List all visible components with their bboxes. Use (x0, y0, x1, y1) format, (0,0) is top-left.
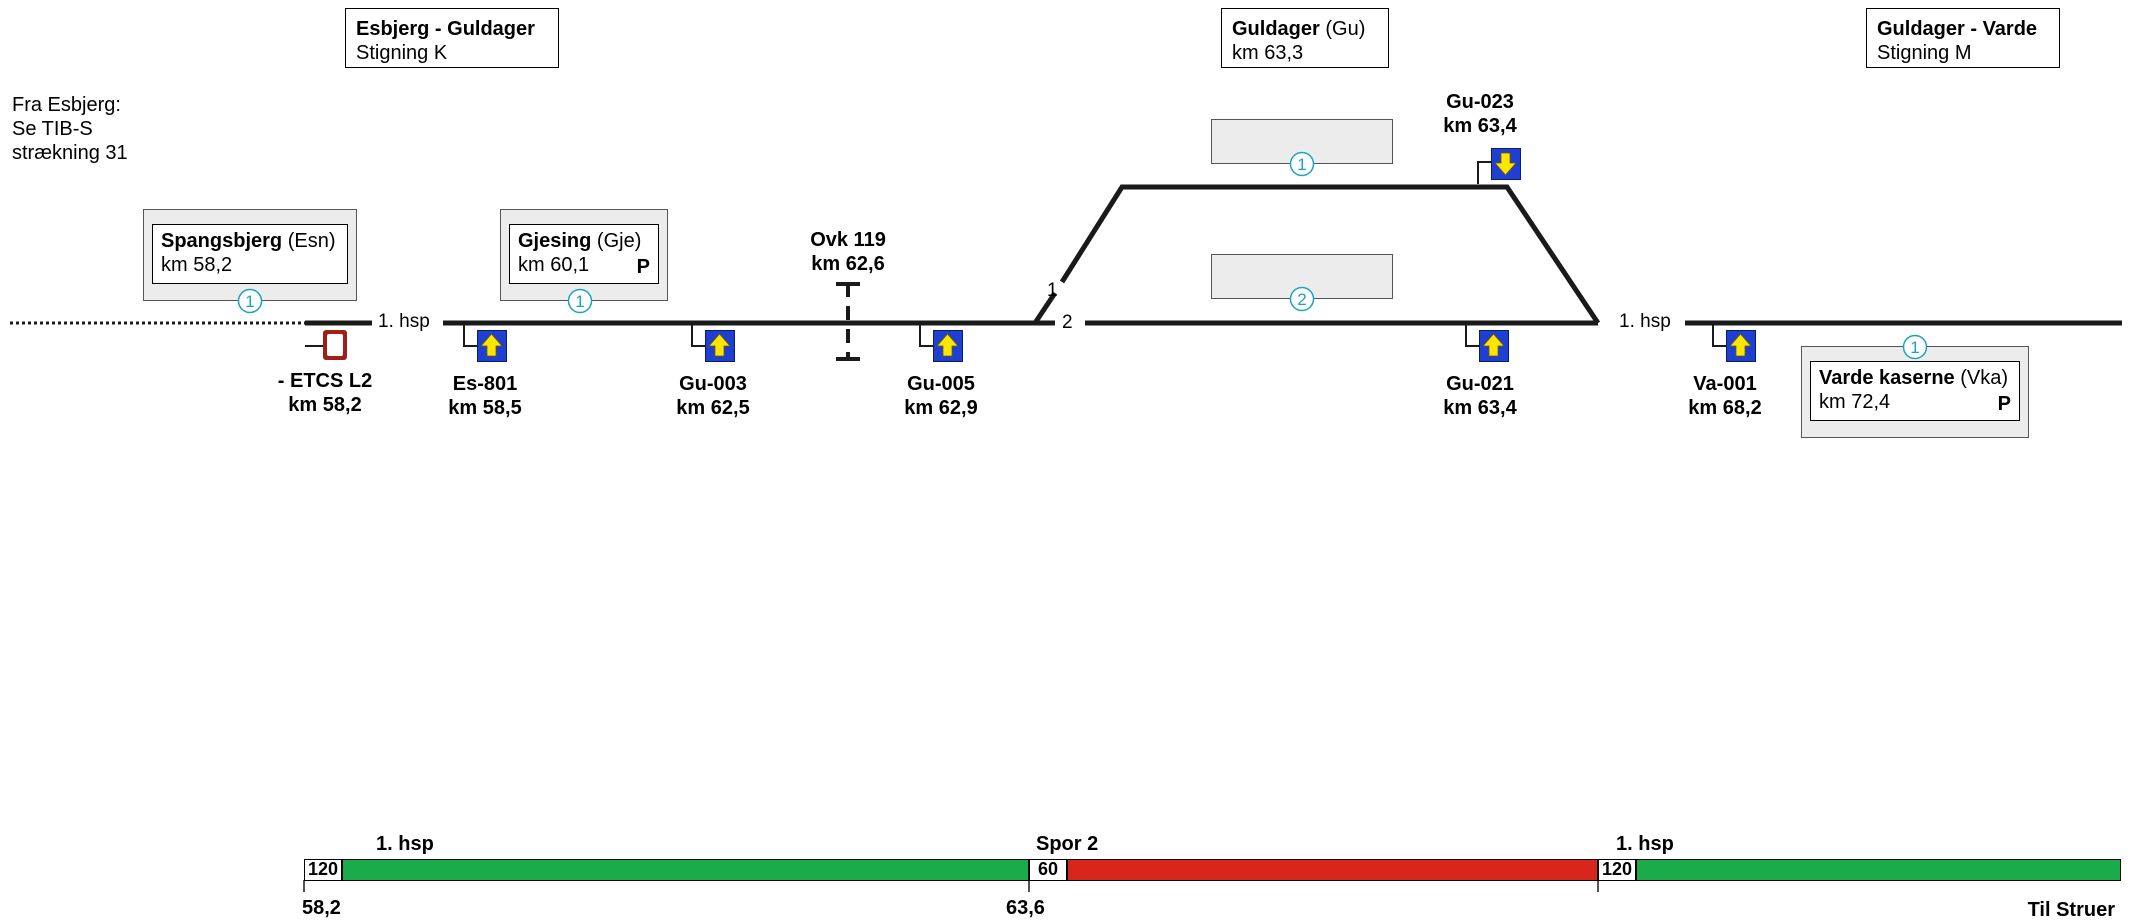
section-header-esbjerg-guldager: Esbjerg - Guldager Stigning K (345, 8, 559, 68)
section-gradient: Stigning M (1877, 42, 1972, 64)
speed-bar-segment (1067, 859, 1598, 881)
station-label-box: Varde kaserne (Vka) km 72,4 P (1810, 361, 2020, 421)
station-spangsbjerg: Spangsbjerg (Esn) km 58,2 (143, 209, 357, 301)
balise-id: Va-001 (1693, 373, 1757, 395)
balise-km: km 63,4 (1443, 397, 1517, 419)
km-mark: 58,2 (302, 897, 341, 919)
km-mark: 63,6 (1006, 897, 1045, 919)
station-code: (Gje) (591, 230, 642, 252)
station-name: Varde kaserne (1819, 367, 1955, 389)
station-name: Spangsbjerg (161, 230, 283, 252)
etcs-board-icon (323, 330, 347, 360)
crossing-km: km 62,6 (811, 253, 885, 275)
track-label-2: 2 (1062, 312, 1073, 333)
balise-km: km 63,4 (1443, 115, 1517, 137)
speed-track-label: 1. hsp (1616, 833, 1674, 855)
station-km: km 72,4 (1819, 391, 1891, 413)
speed-limit-label: 120 (1598, 859, 1636, 881)
track-label-1: 1 (1047, 280, 1058, 301)
track-label-hsp-right: 1. hsp (1619, 311, 1671, 332)
speed-limit-label: 120 (304, 859, 342, 881)
station-code: (Gu) (1319, 18, 1366, 40)
parking-marker: P (636, 256, 650, 278)
balise-arrow-up-icon (1726, 330, 1756, 362)
balise-id: Gu-023 (1446, 91, 1514, 113)
balise-arrow-up-icon (705, 330, 735, 362)
section-gradient: Stigning K (356, 42, 448, 64)
destination-label: Til Struer (2027, 899, 2115, 921)
station-label-box: Gjesing (Gje) km 60,1 P (509, 224, 659, 284)
station-code: (Vka) (1954, 367, 2008, 389)
balise-km: km 62,9 (904, 397, 978, 419)
parking-marker: P (1997, 393, 2011, 415)
station-label-box: Spangsbjerg (Esn) km 58,2 (152, 224, 348, 284)
station-km: km 63,3 (1232, 42, 1304, 64)
section-header-guldager-varde: Guldager - Varde Stigning M (1866, 8, 2060, 68)
balise-km: km 68,2 (1688, 397, 1762, 419)
turnout-west-lower (1032, 291, 1058, 325)
balise-arrow-up-icon (933, 330, 963, 362)
station-track-1 (1059, 184, 1601, 325)
balise-arrow-up-icon (477, 330, 507, 362)
etcs-km: km 58,2 (288, 394, 362, 416)
speed-limit-label: 60 (1029, 859, 1067, 881)
note-line: Se TIB-S (12, 118, 93, 140)
origin-note: Fra Esbjerg: Se TIB-S strækning 31 (12, 93, 128, 165)
station-code: (Esn) (282, 230, 336, 252)
note-line: Fra Esbjerg: (12, 94, 121, 116)
level-crossing-label: Ovk 119 km 62,6 (783, 228, 913, 276)
speed-track-label: 1. hsp (376, 833, 434, 855)
platform-track-1 (1211, 119, 1393, 164)
section-title: Esbjerg - Guldager (356, 18, 535, 40)
balise-arrow-up-icon (1479, 330, 1509, 362)
balise-arrow-down-icon (1491, 148, 1521, 180)
level-crossing-symbol (836, 282, 860, 361)
station-km: km 58,2 (161, 254, 233, 276)
track-label-hsp-left: 1. hsp (378, 311, 430, 332)
station-name: Gjesing (518, 230, 592, 252)
etcs-text: - ETCS L2 (277, 370, 373, 392)
station-gjesing: Gjesing (Gje) km 60,1 P (500, 209, 668, 301)
balise-id: Gu-003 (679, 373, 747, 395)
speed-bar-segment (342, 859, 1029, 881)
balise-id: Gu-005 (907, 373, 975, 395)
etcs-label: - ETCS L2 km 58,2 (260, 369, 390, 417)
note-line: strækning 31 (12, 142, 128, 164)
speed-track-label: Spor 2 (1036, 833, 1099, 855)
station-km: km 60,1 (518, 254, 590, 276)
station-title: Guldager (1232, 18, 1320, 40)
station-varde-kaserne: Varde kaserne (Vka) km 72,4 P (1801, 346, 2029, 438)
balise-km: km 62,5 (676, 397, 750, 419)
platform-track-2 (1211, 254, 1393, 299)
balise-km: km 58,5 (448, 397, 522, 419)
section-title: Guldager - Varde (1877, 18, 2038, 40)
station-header-guldager: Guldager (Gu) km 63,3 (1221, 8, 1389, 68)
crossing-id: Ovk 119 (810, 229, 886, 251)
balise-id: Gu-021 (1446, 373, 1514, 395)
balise-id: Es-801 (452, 373, 518, 395)
speed-bar-segment (1636, 859, 2121, 881)
